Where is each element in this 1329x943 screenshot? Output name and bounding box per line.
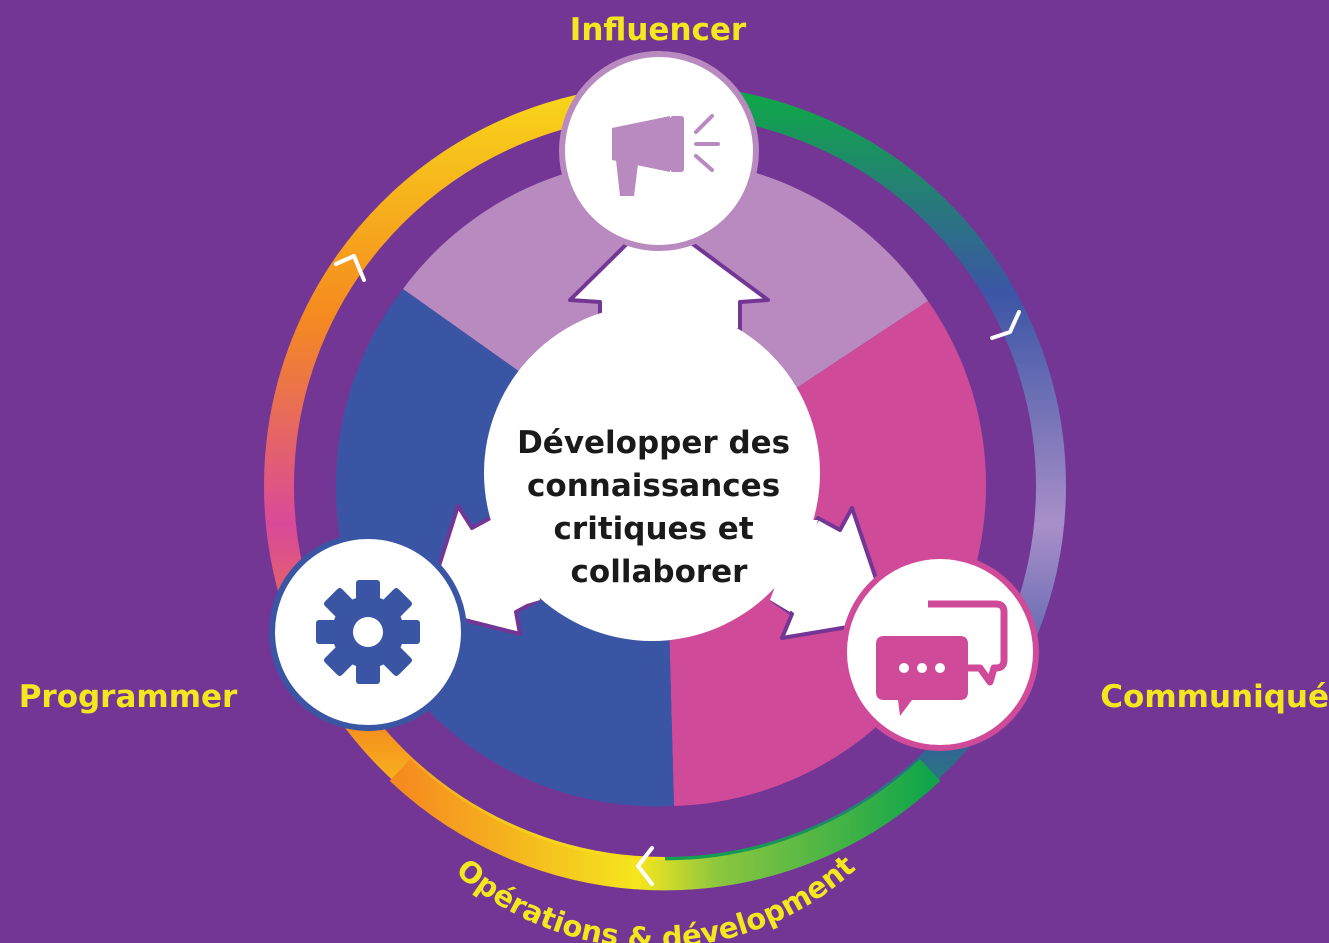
arrow-left-stem — [472, 520, 540, 612]
outer-ring — [264, 85, 1066, 891]
chevron-bottom — [636, 846, 654, 886]
chevron-upper-left — [334, 254, 366, 282]
communique-node — [841, 553, 1039, 751]
center-line-4: collaborer — [571, 554, 749, 590]
programmer-node — [269, 533, 467, 731]
chevron-right — [990, 310, 1021, 340]
center-text: Développer des connaissances critiques e… — [517, 425, 801, 590]
ring-chevrons — [334, 254, 1021, 886]
label-programmer: Programmer — [19, 679, 238, 715]
megaphone-icon — [612, 114, 720, 196]
center-line-2: connaissances — [527, 468, 780, 504]
arrow-up-stem — [602, 300, 708, 330]
chat-bubbles-icon — [876, 600, 1008, 716]
center-disc — [484, 305, 820, 641]
influencer-node — [559, 51, 759, 251]
center-line-3: critiques et — [554, 511, 754, 547]
label-communique: Communiqué — [1100, 679, 1329, 715]
center-line-1: Développer des — [517, 425, 790, 461]
arrow-right-stem — [770, 520, 818, 612]
gear-icon — [316, 580, 420, 684]
label-influencer: Influencer — [570, 12, 747, 48]
